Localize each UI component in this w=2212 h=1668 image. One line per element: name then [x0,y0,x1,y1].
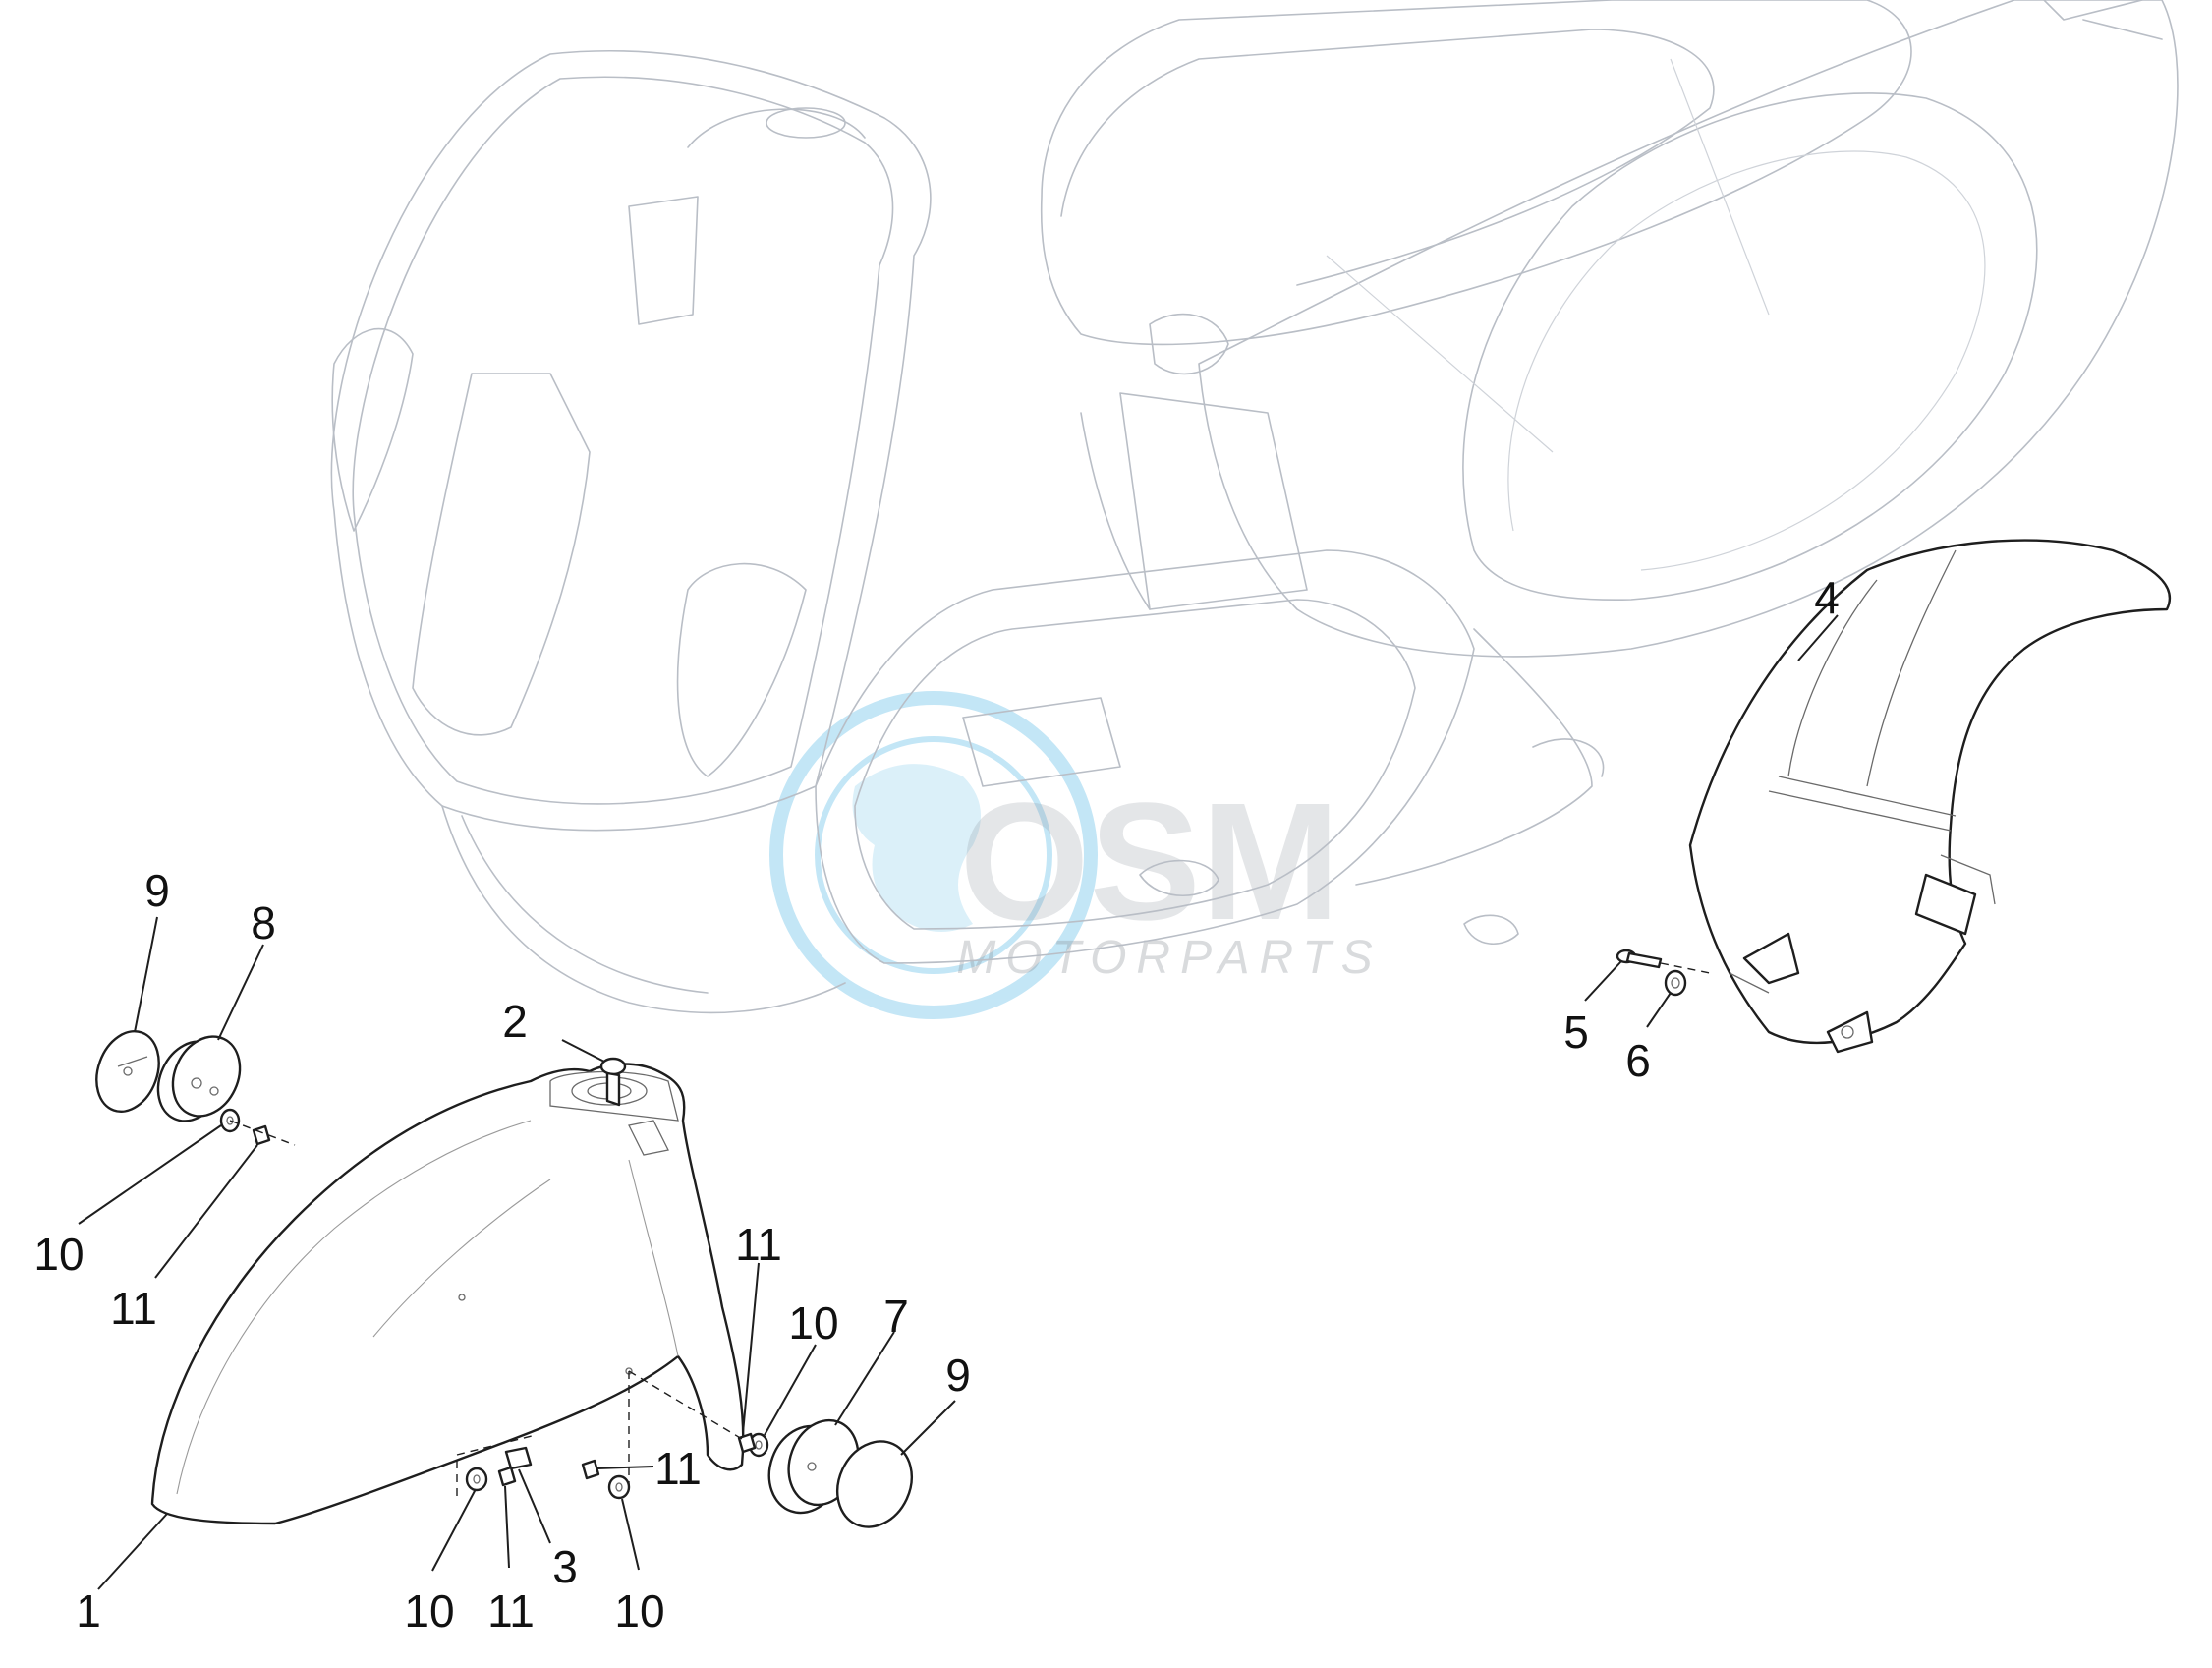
front-mudguard[interactable] [150,1063,745,1525]
callout-7: 7 [883,1291,909,1342]
callout-labels: 1 2 3 4 5 6 7 8 9 9 10 10 10 10 11 11 11… [33,572,1839,1637]
badge-9-left[interactable] [85,1022,169,1120]
callout-3: 3 [552,1541,578,1592]
callout-11-d: 11 [654,1443,702,1494]
clip-11-b[interactable] [737,1432,757,1454]
callout-1: 1 [76,1585,101,1637]
badge-9-right[interactable] [823,1429,925,1539]
washer-10-d[interactable] [607,1474,631,1500]
clip-11-d[interactable] [581,1459,600,1480]
callout-10-c: 10 [404,1585,454,1637]
washer-10-c[interactable] [465,1467,488,1492]
clip-11-a[interactable] [252,1124,271,1146]
callout-11-c: 11 [487,1585,535,1637]
assembly-lines [229,962,1711,1496]
scooter-body-outline [330,0,2179,1014]
screw-5[interactable] [1616,949,1663,969]
callout-5: 5 [1563,1007,1589,1058]
watermark-brand: OSM [959,769,1339,955]
callout-9-left: 9 [144,865,170,916]
callout-9-right: 9 [945,1350,971,1401]
callout-10-a: 10 [33,1229,84,1280]
rear-mudguard[interactable] [1688,539,2172,1054]
callout-6: 6 [1625,1035,1651,1086]
callout-2: 2 [502,996,528,1047]
callout-11-a: 11 [110,1283,157,1334]
washer-6[interactable] [1664,969,1687,997]
leader-lines [78,614,1839,1590]
globe-logo-icon [769,691,1098,1019]
watermark: OSM MOTORPARTS [769,691,1382,1019]
clip-11-c[interactable] [497,1466,517,1487]
callout-10-d: 10 [614,1585,664,1637]
callout-10-b: 10 [788,1297,838,1349]
callout-4: 4 [1814,572,1840,623]
watermark-subtitle: MOTORPARTS [956,932,1382,984]
callout-11-b: 11 [735,1219,782,1270]
screw-2[interactable] [599,1057,627,1107]
clip-nut-3[interactable] [504,1446,533,1470]
callout-8: 8 [251,897,276,949]
emblem-base-8[interactable] [145,1025,253,1131]
